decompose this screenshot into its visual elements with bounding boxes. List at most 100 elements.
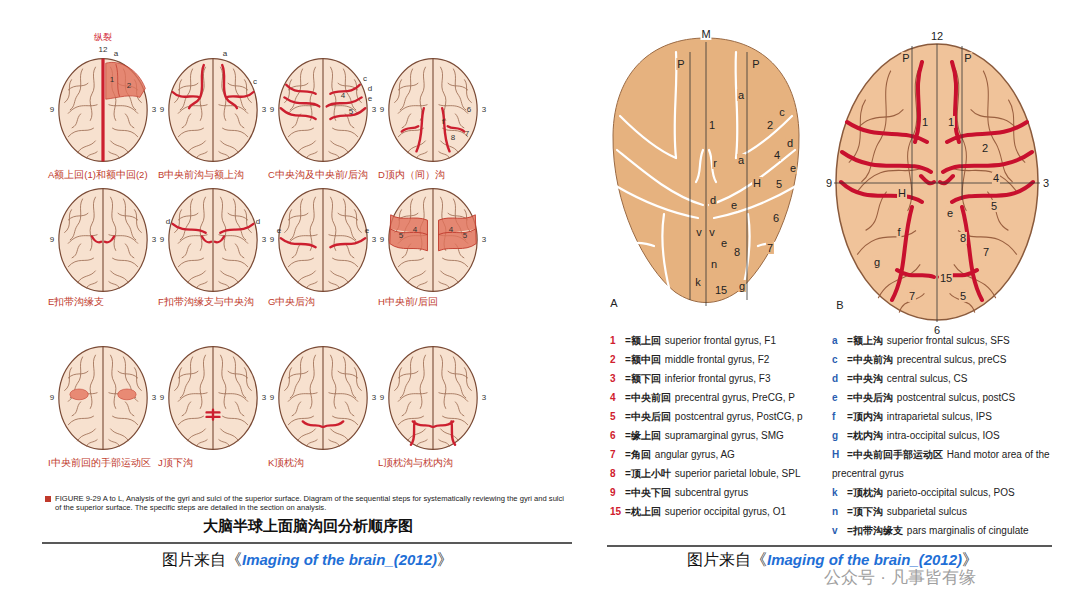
callout-letter: c [778, 106, 786, 118]
callout-number: 9 [50, 106, 54, 115]
key-symbol: 8 [610, 464, 625, 483]
step-caption: L顶枕沟与枕内沟 [378, 458, 453, 468]
brain-step-h [389, 189, 477, 292]
key-term: =额下回 [625, 373, 661, 384]
brain-step-g [279, 189, 367, 292]
key-row: 2=额中回middle frontal gyrus, F2 [610, 350, 830, 369]
key-symbol: a [832, 331, 847, 350]
callout-number: a [114, 50, 118, 59]
key-symbol: d [832, 369, 847, 388]
callout-letter: v [695, 226, 703, 238]
key-row: 15=枕上回superior occipital gyrus, O1 [610, 502, 830, 521]
key-symbol: v [832, 521, 847, 540]
callout-number: 9 [380, 394, 384, 403]
callout-letter: 3 [1042, 177, 1050, 189]
key-english: superior frontal gyrus, F1 [665, 335, 776, 346]
figure-caption: FIGURE 9-29 A to L, Analysis of the gyri… [55, 494, 570, 512]
callout-letter: e [720, 237, 728, 249]
key-term: =枕内沟 [847, 430, 883, 441]
callout-letter: a [737, 154, 745, 166]
key-symbol: 5 [610, 407, 625, 426]
key-term: =中央沟 [847, 373, 883, 384]
source-note: 图片来自《 [687, 551, 767, 568]
callout-letter: 5 [990, 200, 998, 212]
callout-letter: v [708, 226, 716, 238]
callout-number: e [368, 95, 372, 104]
step-caption: J顶下沟 [158, 458, 193, 468]
key-row: c=中央前沟 precentral sulcus, preCS [832, 350, 1070, 369]
key-english: intra-occipital sulcus, IOS [887, 430, 1000, 441]
key-row: g=枕内沟 intra-occipital sulcus, IOS [832, 426, 1070, 445]
callout-number: 1 [110, 76, 114, 85]
region-label: 纵裂 [94, 33, 112, 43]
key-english: pars marginalis of cingulate [907, 525, 1029, 536]
callout-number: 3 [262, 106, 266, 115]
callout-letter: 1 [708, 119, 716, 131]
brain-step-j [169, 347, 257, 450]
key-row: a=额上沟superior frontal sulcus, SFS [832, 331, 1070, 350]
step-caption: I中央前回的手部运动区 [48, 458, 151, 468]
callout-number: 4 [449, 226, 453, 235]
callout-letter: 7 [982, 246, 990, 258]
callout-letter: 6 [772, 212, 780, 224]
callout-number: 3 [262, 236, 266, 245]
key-row: f=顶内沟intraparietal sulcus, IPS [832, 407, 1070, 426]
key-symbol: g [832, 426, 847, 445]
figure-title: 大脑半球上面脑沟回分析顺序图 [45, 517, 570, 536]
callout-letter: 12 [930, 30, 944, 42]
callout-letter: 7 [766, 242, 774, 254]
key-symbol: e [832, 388, 847, 407]
callout-number: f [442, 118, 444, 127]
key-term: =顶上小叶 [625, 468, 671, 479]
callout-number: 9 [270, 236, 274, 245]
callout-number: 5 [349, 108, 353, 117]
key-term: =中央后沟 [847, 392, 893, 403]
key-english: angular gyrus, AG [655, 449, 735, 460]
callout-letter: P [901, 52, 910, 64]
key-symbol: 3 [610, 369, 625, 388]
key-symbol: n [832, 502, 847, 521]
callout-letter: r [712, 157, 718, 169]
callout-number: 4 [413, 226, 417, 235]
callout-letter: P [676, 58, 685, 70]
callout-number: 5 [463, 232, 467, 241]
key-term: =顶下沟 [847, 506, 883, 517]
figure-marker [45, 496, 51, 502]
key-english: supramarginal gyrus, SMG [665, 430, 784, 441]
key-term: =中央前沟 [847, 354, 893, 365]
callout-number: d [256, 218, 260, 227]
callout-number: 3 [372, 106, 376, 115]
callout-number: 3 [482, 394, 486, 403]
step-caption: D顶内（间）沟 [378, 170, 445, 180]
callout-number: 9 [160, 106, 164, 115]
step-caption: B中央前沟与额上沟 [158, 170, 244, 180]
step-caption: K顶枕沟 [268, 458, 304, 468]
flat-map-a [613, 38, 799, 306]
callout-letter: 5 [775, 178, 783, 190]
key-term: =枕上回 [625, 506, 661, 517]
callout-letter: g [873, 256, 881, 268]
callout-number: c [253, 78, 257, 87]
callout-letter: 1 [921, 116, 929, 128]
key-english: superior occipital gyrus, O1 [665, 506, 786, 517]
key-row: H=中央前回手部运动区Hand motor area of the precen… [832, 445, 1070, 483]
key-row: 9=中央下回subcentral gyrus [610, 483, 830, 502]
brain-step-l [389, 347, 477, 450]
key-row: 7=角回angular gyrus, AG [610, 445, 830, 464]
key-english: central sulcus, CS [887, 373, 968, 384]
key-symbol: H [832, 445, 847, 464]
callout-letter: d [786, 137, 794, 149]
step-caption: E扣带沟缘支 [48, 297, 104, 307]
key-english: precentral sulcus, preCS [897, 354, 1007, 365]
watermark: 公众号 · 凡事皆有缘 [824, 569, 975, 588]
key-english: subparietal sulcus [887, 506, 967, 517]
callout-number: 3 [482, 236, 486, 245]
callout-letter: k [694, 276, 702, 288]
callout-letter: P [963, 52, 972, 64]
step-caption: G中央后沟 [268, 297, 315, 307]
callout-letter: M [700, 28, 711, 40]
callout-letter: 15 [714, 284, 728, 296]
callout-number: 3 [372, 394, 376, 403]
key-symbol: c [832, 350, 847, 369]
